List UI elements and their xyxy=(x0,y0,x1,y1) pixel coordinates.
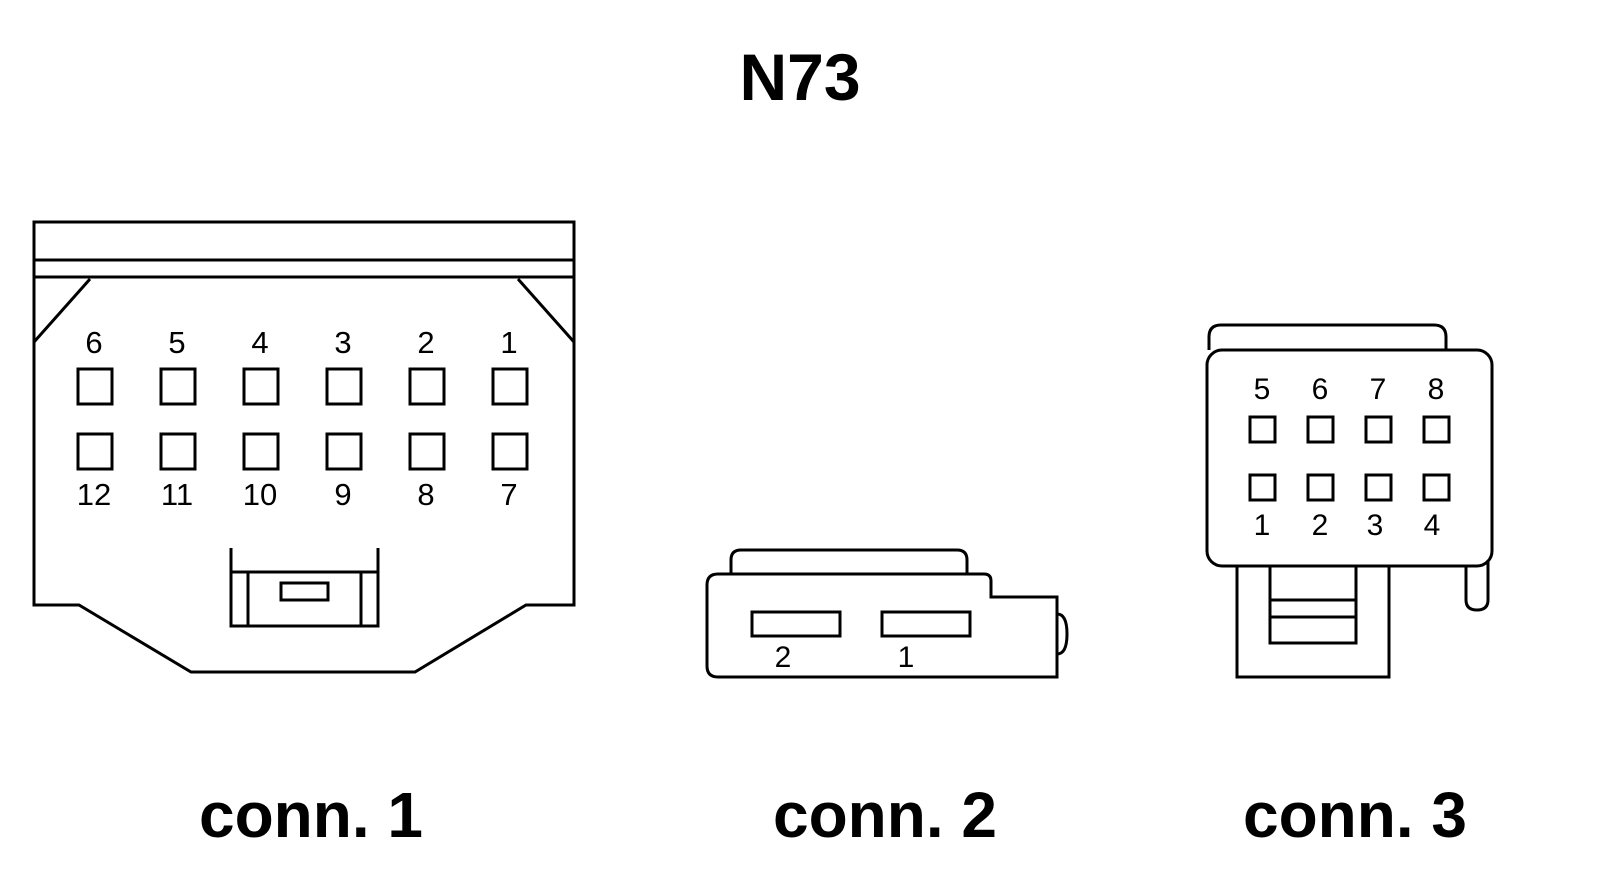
pin-label: 4 xyxy=(1424,509,1441,542)
connector-1-pin-labels-top: 6 5 4 3 2 1 xyxy=(85,325,517,360)
pin-label: 4 xyxy=(251,325,268,360)
pin-label: 8 xyxy=(1428,373,1445,406)
pin-label: 2 xyxy=(775,641,792,674)
connector-3-pin xyxy=(1248,473,1277,502)
connector-3-lower-latch xyxy=(1235,564,1391,679)
connector-3-pin-labels-bottom: 1 2 3 4 xyxy=(1254,509,1441,542)
connector-3-pin xyxy=(1306,473,1335,502)
pin-label: 3 xyxy=(334,325,351,360)
connector-1-pins-top xyxy=(76,367,529,406)
connector-1-pin xyxy=(408,432,446,471)
connector-1-pin xyxy=(242,432,280,471)
connector-3-pin xyxy=(1248,415,1277,444)
connector-2-pin xyxy=(880,610,972,638)
pin-label: 3 xyxy=(1367,509,1384,542)
pin-label: 2 xyxy=(417,325,434,360)
connector-3-side-clip xyxy=(1464,560,1490,612)
connector-1-pins-bottom xyxy=(76,432,529,471)
connector-3-pins-top xyxy=(1248,415,1451,444)
connector-1-housing xyxy=(32,220,576,674)
pin-label: 7 xyxy=(1370,373,1387,406)
connector-2: 2 1 xyxy=(705,548,1069,679)
connector-1-pin xyxy=(325,367,363,406)
connector-3-pin xyxy=(1306,415,1335,444)
connector-3-housing xyxy=(1205,348,1494,568)
connector-1-pin xyxy=(242,367,280,406)
pin-label: 12 xyxy=(77,477,111,512)
connector-2-top-ridge xyxy=(729,548,969,574)
connector-1-pin xyxy=(325,432,363,471)
pin-label: 6 xyxy=(1312,373,1329,406)
connector-1-pin xyxy=(76,367,114,406)
connector-1-pin xyxy=(159,367,197,406)
pin-label: 2 xyxy=(1312,509,1329,542)
connector-1-pin-labels-bottom: 12 11 10 9 8 7 xyxy=(77,477,518,512)
pin-label: 5 xyxy=(168,325,185,360)
pin-label: 8 xyxy=(417,477,434,512)
connector-3-pin xyxy=(1364,473,1393,502)
connector-3-pin xyxy=(1422,415,1451,444)
pin-label: 11 xyxy=(161,477,193,512)
connector-2-pin xyxy=(750,610,842,638)
pin-label: 10 xyxy=(243,477,277,512)
connector-1-pin xyxy=(76,432,114,471)
pin-label: 9 xyxy=(334,477,351,512)
connector-1-latch xyxy=(229,548,380,628)
connector-1: 6 5 4 3 2 1 12 11 10 9 8 7 xyxy=(32,220,576,674)
diagram-title: N73 xyxy=(739,40,860,114)
pin-label: 1 xyxy=(1254,509,1271,542)
connector-3-pin xyxy=(1422,473,1451,502)
pin-label: 6 xyxy=(85,325,102,360)
pin-label: 1 xyxy=(898,641,915,674)
connector-3-pin-labels-top: 5 6 7 8 xyxy=(1254,373,1445,406)
connector-1-caption: conn. 1 xyxy=(199,779,423,851)
connector-3-pin xyxy=(1364,415,1393,444)
connector-1-pin xyxy=(491,367,529,406)
connector-3-back-flange xyxy=(1207,323,1448,350)
pin-label: 1 xyxy=(500,325,517,360)
connector-2-housing xyxy=(705,572,1059,679)
connector-1-pin xyxy=(491,432,529,471)
connector-3-caption: conn. 3 xyxy=(1243,779,1467,851)
pin-label: 5 xyxy=(1254,373,1271,406)
connector-1-right-chamfer xyxy=(516,278,576,343)
connector-2-tab xyxy=(1056,612,1069,656)
connector-3-pins-bottom xyxy=(1248,473,1451,502)
connector-1-left-chamfer xyxy=(32,278,92,343)
pin-label: 7 xyxy=(500,477,517,512)
connector-1-pin xyxy=(408,367,446,406)
connector-2-caption: conn. 2 xyxy=(773,779,997,851)
connector-1-pin xyxy=(159,432,197,471)
connector-3: 5 6 7 8 1 2 3 4 xyxy=(1205,323,1494,679)
